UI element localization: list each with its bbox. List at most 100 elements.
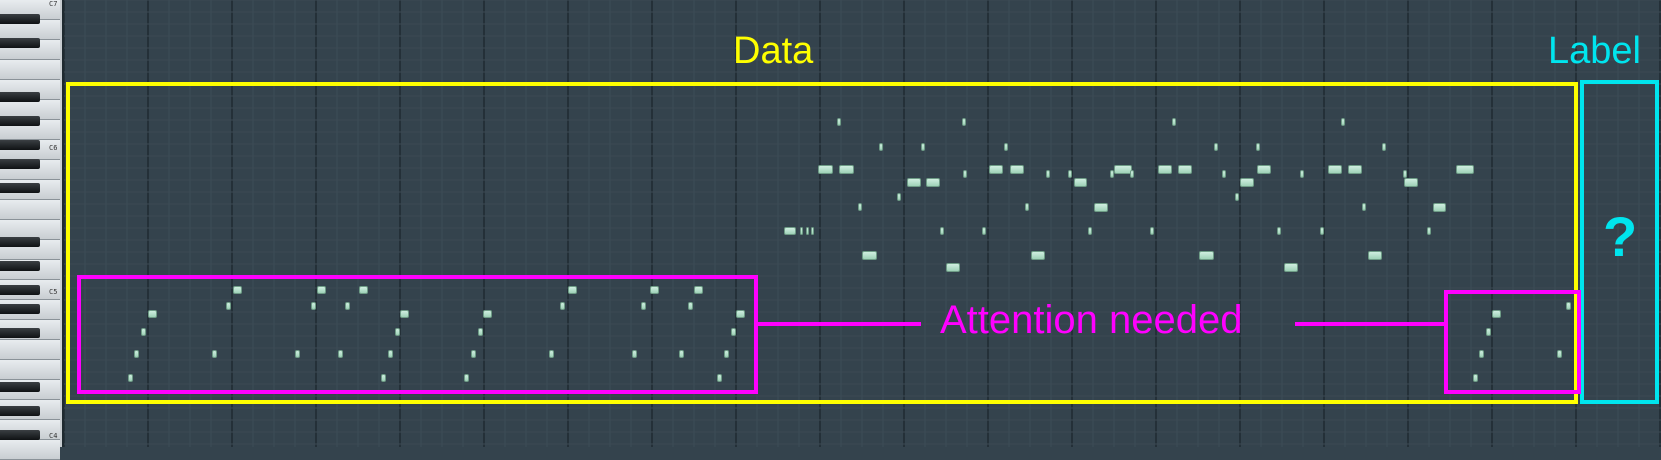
midi-note[interactable] xyxy=(800,227,803,235)
midi-note[interactable] xyxy=(1277,227,1281,235)
midi-note[interactable] xyxy=(549,350,554,358)
midi-note[interactable] xyxy=(1158,165,1172,174)
midi-note[interactable] xyxy=(921,143,925,151)
midi-note[interactable] xyxy=(295,350,300,358)
midi-note[interactable] xyxy=(1178,165,1192,174)
midi-note[interactable] xyxy=(1256,143,1260,151)
midi-note[interactable] xyxy=(784,227,796,235)
midi-note[interactable] xyxy=(226,302,231,310)
midi-note[interactable] xyxy=(811,227,814,235)
midi-note[interactable] xyxy=(1199,251,1214,260)
black-key[interactable] xyxy=(0,140,40,150)
midi-note[interactable] xyxy=(694,286,703,294)
midi-note[interactable] xyxy=(724,350,729,358)
midi-note[interactable] xyxy=(568,286,577,294)
black-key[interactable] xyxy=(0,116,40,126)
midi-note[interactable] xyxy=(1010,165,1024,174)
midi-note[interactable] xyxy=(464,374,469,382)
midi-note[interactable] xyxy=(212,350,217,358)
midi-note[interactable] xyxy=(400,310,409,318)
midi-note[interactable] xyxy=(1257,165,1271,174)
midi-note[interactable] xyxy=(478,328,483,336)
midi-note[interactable] xyxy=(1031,251,1045,260)
midi-note[interactable] xyxy=(982,227,986,235)
midi-note[interactable] xyxy=(1566,302,1571,310)
midi-note[interactable] xyxy=(1074,178,1087,187)
black-key[interactable] xyxy=(0,38,40,48)
midi-note[interactable] xyxy=(381,374,386,382)
midi-note[interactable] xyxy=(1328,165,1342,174)
midi-note[interactable] xyxy=(1433,203,1446,212)
black-key[interactable] xyxy=(0,382,40,392)
midi-note[interactable] xyxy=(926,178,940,187)
black-key[interactable] xyxy=(0,14,40,24)
midi-note[interactable] xyxy=(1486,328,1491,336)
black-key[interactable] xyxy=(0,183,40,193)
midi-note[interactable] xyxy=(1404,178,1418,187)
black-key[interactable] xyxy=(0,430,40,440)
midi-note[interactable] xyxy=(731,328,736,336)
midi-note[interactable] xyxy=(1114,165,1132,174)
midi-note[interactable] xyxy=(471,350,476,358)
black-key[interactable] xyxy=(0,237,40,247)
midi-note[interactable] xyxy=(128,374,133,382)
midi-note[interactable] xyxy=(311,302,316,310)
midi-note[interactable] xyxy=(1348,165,1362,174)
midi-note[interactable] xyxy=(1320,227,1324,235)
black-key[interactable] xyxy=(0,92,40,102)
midi-note[interactable] xyxy=(560,302,565,310)
midi-note[interactable] xyxy=(818,165,833,174)
midi-note[interactable] xyxy=(1479,350,1484,358)
midi-note[interactable] xyxy=(679,350,684,358)
midi-note[interactable] xyxy=(1004,143,1008,151)
midi-note[interactable] xyxy=(963,170,967,178)
midi-note[interactable] xyxy=(688,302,693,310)
midi-note[interactable] xyxy=(1222,170,1226,178)
midi-note[interactable] xyxy=(641,302,646,310)
midi-note[interactable] xyxy=(1492,310,1501,318)
midi-note[interactable] xyxy=(317,286,326,294)
black-key[interactable] xyxy=(0,304,40,314)
midi-note[interactable] xyxy=(879,143,883,151)
midi-note[interactable] xyxy=(1427,227,1431,235)
midi-note[interactable] xyxy=(141,328,146,336)
white-key[interactable] xyxy=(0,360,60,380)
midi-note[interactable] xyxy=(1150,227,1154,235)
midi-note[interactable] xyxy=(1300,170,1304,178)
black-key[interactable] xyxy=(0,285,40,295)
white-key[interactable] xyxy=(0,200,60,220)
midi-note[interactable] xyxy=(1068,170,1072,178)
midi-note[interactable] xyxy=(1362,203,1366,211)
midi-note[interactable] xyxy=(1214,143,1218,151)
midi-note[interactable] xyxy=(388,350,393,358)
midi-note[interactable] xyxy=(233,286,242,294)
midi-note[interactable] xyxy=(1088,227,1092,235)
midi-note[interactable] xyxy=(1382,143,1386,151)
midi-note[interactable] xyxy=(359,286,368,294)
black-key[interactable] xyxy=(0,328,40,338)
white-key[interactable] xyxy=(0,60,60,80)
midi-note[interactable] xyxy=(1235,193,1239,201)
midi-note[interactable] xyxy=(1240,178,1254,187)
midi-note[interactable] xyxy=(1557,350,1562,358)
midi-note[interactable] xyxy=(395,328,400,336)
midi-note[interactable] xyxy=(837,118,841,126)
midi-note[interactable] xyxy=(1456,165,1474,174)
black-key[interactable] xyxy=(0,406,40,416)
midi-note[interactable] xyxy=(1130,170,1134,178)
midi-note[interactable] xyxy=(1368,251,1382,260)
black-key[interactable] xyxy=(0,159,40,169)
midi-note[interactable] xyxy=(148,310,157,318)
midi-note[interactable] xyxy=(338,350,343,358)
midi-note[interactable] xyxy=(134,350,139,358)
midi-note[interactable] xyxy=(962,118,966,126)
midi-note[interactable] xyxy=(736,310,745,318)
midi-note[interactable] xyxy=(650,286,659,294)
midi-note[interactable] xyxy=(1341,118,1345,126)
black-key[interactable] xyxy=(0,261,40,271)
midi-note[interactable] xyxy=(1094,203,1108,212)
midi-note[interactable] xyxy=(483,310,492,318)
midi-note[interactable] xyxy=(989,165,1003,174)
midi-note[interactable] xyxy=(839,165,854,174)
